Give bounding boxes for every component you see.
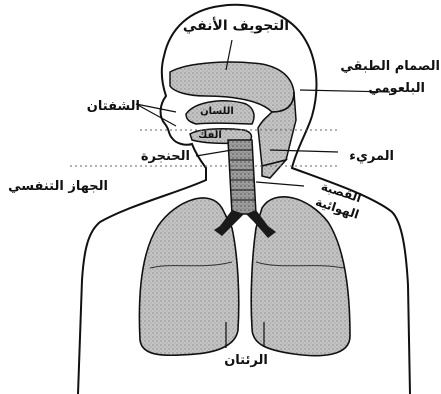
trachea-shape [228,140,256,214]
label-esophagus: المريء [349,149,394,164]
right-lung [251,197,350,356]
label-lungs: الرئتان [224,353,268,368]
label-epiglottis-line1: الصمام الطبقي [340,59,440,74]
label-mouth: الفك [198,130,222,141]
label-nasal-cavity: التجويف الأنفي [183,17,289,34]
label-epiglottis-line2: البلعومي [368,81,425,96]
label-tongue: اللسان [200,106,234,117]
label-larynx: الحنجرة [141,149,190,164]
label-respiratory-system: الجهاز التنفسي [8,179,108,194]
label-lips: الشفتان [87,99,140,114]
